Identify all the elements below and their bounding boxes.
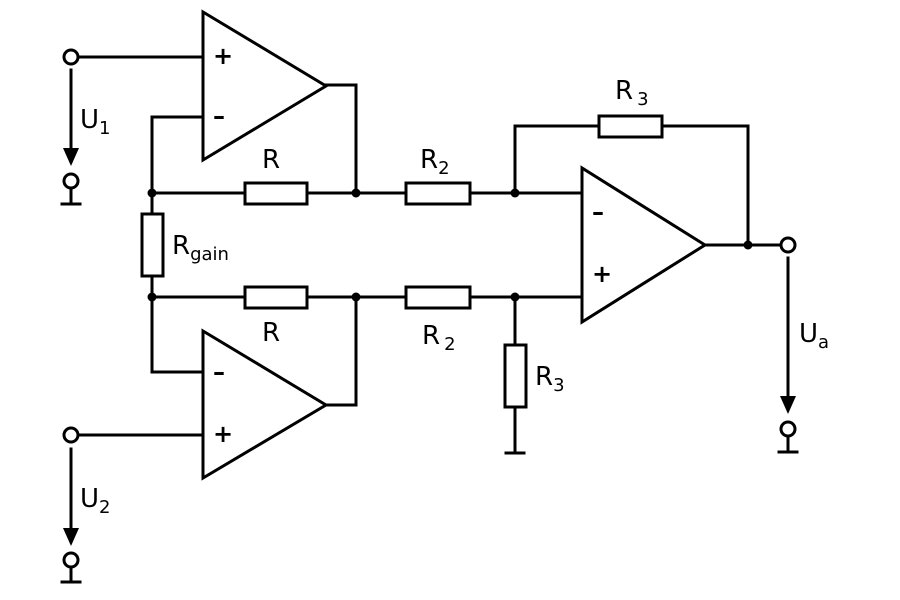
label-u2: U2	[80, 484, 110, 518]
opamp-bottom: – +	[201, 328, 329, 481]
resistor-r2-top	[404, 181, 472, 206]
label-r-top: R	[262, 145, 280, 175]
opamp-output-plus: +	[592, 260, 612, 288]
terminal-u1-input	[62, 48, 80, 66]
opamp-output: – +	[580, 165, 708, 325]
resistor-r-top	[243, 181, 309, 206]
terminal-u2-input	[62, 426, 80, 444]
voltage-arrow-ua	[780, 256, 796, 414]
opamp-bottom-minus: –	[213, 358, 225, 386]
resistor-rgain	[140, 212, 165, 278]
label-ua: Ua	[799, 319, 829, 353]
resistor-r2-bottom	[404, 285, 472, 310]
junction-dots	[147, 188, 753, 302]
terminal-u1-ground	[62, 172, 80, 190]
resistor-r-bottom	[243, 285, 309, 310]
label-rgain: Rgain	[172, 231, 229, 265]
voltage-arrow-u2	[63, 447, 79, 546]
label-r3-bottom: R3	[535, 362, 565, 396]
resistor-r3-top	[597, 114, 664, 139]
terminal-ua-ground	[779, 420, 797, 438]
label-r-bottom: R	[262, 318, 280, 348]
terminal-u2-ground	[62, 551, 80, 569]
label-u1: U1	[80, 105, 110, 139]
opamp-top-plus: +	[213, 42, 233, 70]
opamp-bottom-plus: +	[213, 420, 233, 448]
opamp-output-minus: –	[592, 198, 604, 226]
opamp-top: + –	[201, 9, 329, 163]
label-r2-top: R2	[420, 145, 450, 179]
resistor-r3-bottom	[503, 343, 528, 409]
terminal-ua-output	[779, 236, 797, 254]
opamp-top-minus: –	[213, 102, 225, 130]
voltage-arrow-u1	[63, 68, 79, 166]
wires	[60, 55, 799, 584]
